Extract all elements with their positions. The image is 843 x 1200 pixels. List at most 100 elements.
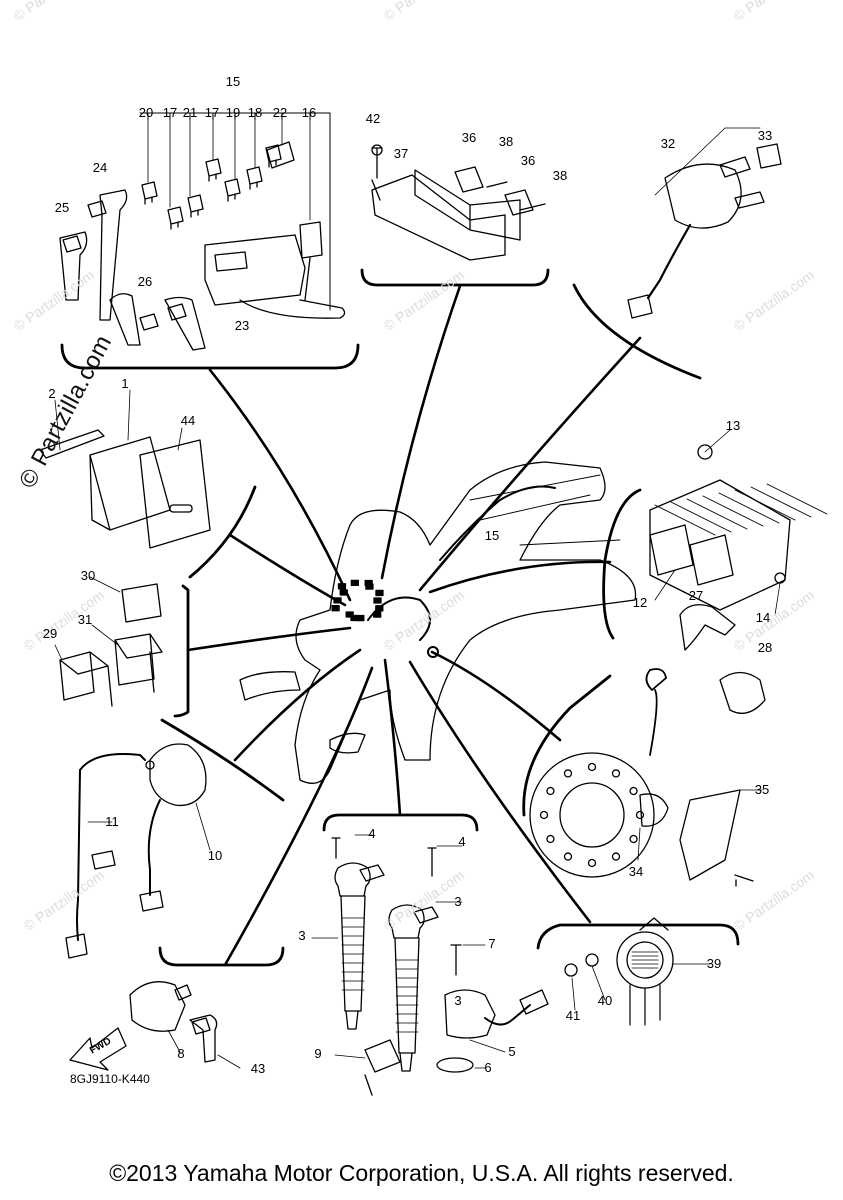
rotor-hole [563,769,573,778]
crank-sensor [444,989,496,1039]
group-bracket [522,674,612,817]
key-cap [756,143,782,169]
leader [654,429,781,616]
part-callout-17: 17 [205,105,219,120]
watermark-text: © Partzilla.com [381,587,467,654]
cable-tie [59,231,88,301]
leader [167,1029,241,1069]
part-callout-2: 2 [48,386,55,401]
pressure-switch [129,981,186,1032]
cable-tie [164,296,206,351]
part-callout-7: 7 [488,936,495,951]
cover-slot [169,504,193,513]
leader-line [428,560,612,594]
part-callout-12: 12 [633,595,647,610]
fuse-box-wires [239,299,346,319]
regulator-connector [649,524,734,586]
sensor-connector [519,989,549,1015]
vehicle-rail [239,671,301,701]
part-callout-6: 6 [484,1060,491,1075]
watermark-text: © Partzilla.com [21,587,107,654]
part-callout-16: 16 [302,105,316,120]
part-callout-35: 35 [755,782,769,797]
connector-mark [350,614,359,622]
rotor-hole [611,852,621,861]
cable-tie [109,293,141,346]
part-callout-33: 33 [758,128,772,143]
leader-line [208,368,352,602]
pickup-coil [639,793,669,827]
heat-fin [702,495,764,527]
horn-bracket [639,917,669,931]
leader [334,1054,366,1059]
leader-line [186,626,352,652]
clamp-28 [719,671,766,714]
part-callout-21: 21 [183,105,197,120]
connector-mark [339,589,348,596]
watermark-text: © Partzilla.com [731,867,817,934]
leader [147,119,311,221]
leader-line [408,660,592,924]
part-callout-32: 32 [661,136,675,151]
leader-line [383,658,402,817]
watermark-text: © Partzilla.com [21,867,107,934]
fuse [265,144,282,168]
fuse [224,178,241,202]
rotor-hole [546,786,555,796]
group-bracket [322,813,479,832]
connector-mark [365,583,374,590]
cable-tie [189,1014,218,1063]
neutral-switch [364,1039,401,1096]
part-callout-5: 5 [508,1044,515,1059]
fuse-box-cover [214,251,248,272]
connector-mark [331,605,340,612]
rotor-plate [529,752,655,878]
rotor-hole [546,834,555,844]
vehicle-outline [294,461,637,784]
part-callout-19: 19 [226,105,240,120]
clip [191,1017,211,1035]
part-callout-20: 20 [139,105,153,120]
heat-fin [654,504,716,536]
diagram-code: 8GJ9110-K440 [70,1072,150,1086]
horn-grille [626,941,664,979]
part-callout-25: 25 [55,200,69,215]
ignition-coil [345,1010,359,1030]
relay [454,166,534,216]
group-bracket [173,584,190,718]
group-bracket [360,268,550,287]
switch-terminal [174,984,192,1001]
fuse [141,181,158,205]
connector-mark [333,597,342,604]
group-bracket [188,485,257,579]
coil-connector [359,864,439,924]
watermark-text: © Partzilla.com [11,0,97,24]
part-callout-27: 27 [689,588,703,603]
part-callout-36: 36 [521,153,535,168]
part-callout-26: 26 [138,274,152,289]
lead-connector [65,850,116,959]
ring-terminal [145,760,155,770]
rotor-hub [559,782,625,848]
part-callout-29: 29 [43,626,57,641]
part-callout-43: 43 [251,1061,265,1076]
key [719,156,765,209]
vehicle-part [329,732,366,754]
ground-point [427,646,439,658]
part-callout-8: 8 [177,1046,184,1061]
part-callout-4: 4 [458,834,465,849]
leader-line [430,650,562,742]
sensor-10 [149,743,207,807]
sensor-bracket [679,789,741,881]
bracket-plate [414,169,521,241]
part-callout-41: 41 [566,1008,580,1023]
part-callout-39: 39 [707,956,721,971]
part-callout-9: 9 [314,1046,321,1061]
rotor-hole [587,762,597,772]
ignition-coil [399,1052,413,1072]
fwd-label: FWD [88,1036,113,1057]
pickup-lead [645,668,667,756]
sensor-lead [147,799,161,896]
nut [697,444,713,460]
